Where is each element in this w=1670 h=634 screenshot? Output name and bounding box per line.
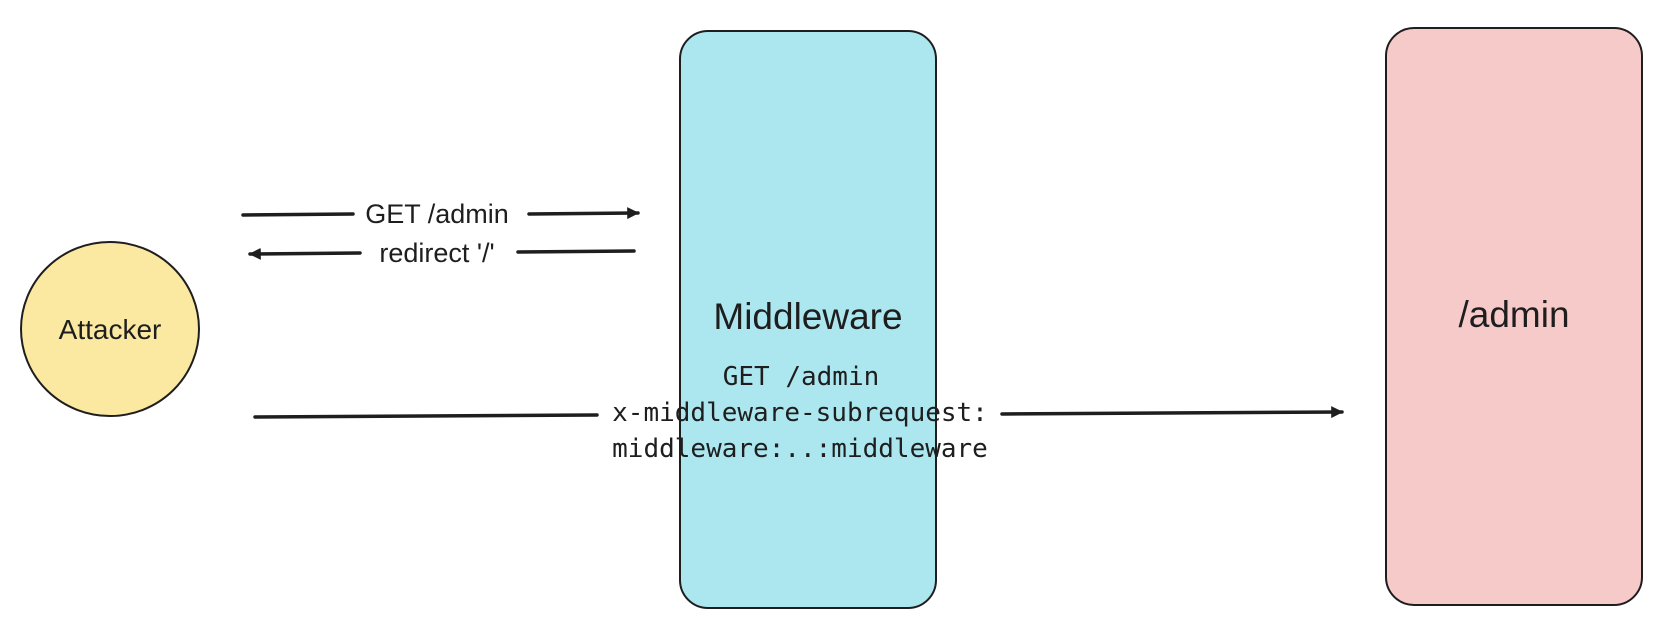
edge-get-admin: GET /admin — [241, 199, 640, 229]
middleware-label: Middleware — [713, 296, 902, 337]
edge-bypass-label-line-2: x-middleware-subrequest: — [612, 398, 988, 428]
edge-redirect: redirect '/' — [248, 238, 636, 268]
edge-redirect-label: redirect '/' — [379, 238, 494, 268]
attacker-label: Attacker — [59, 314, 162, 345]
edge-bypass-line-right — [1000, 406, 1344, 419]
edge-redirect-line-left — [248, 247, 362, 260]
attacker-circle — [20, 241, 200, 417]
middleware-box — [679, 30, 937, 609]
edge-redirect-line-right — [516, 249, 636, 254]
edge-get-admin-line-right — [527, 207, 640, 220]
edge-get-admin-label: GET /admin — [365, 199, 509, 229]
admin-label: /admin — [1458, 294, 1569, 335]
edge-bypass-label-line-1: GET /admin — [723, 362, 880, 392]
edge-bypass: GET /admin x-middleware-subrequest: midd… — [253, 362, 1344, 464]
attacker-node: Attacker — [20, 241, 200, 417]
edge-bypass-label-line-3: middleware:..:middleware — [612, 434, 988, 464]
edge-get-admin-line-left — [241, 212, 355, 217]
admin-node: /admin — [1385, 27, 1643, 606]
admin-box — [1385, 27, 1643, 606]
edge-bypass-line-left — [253, 413, 599, 419]
middleware-node: Middleware — [679, 30, 937, 609]
